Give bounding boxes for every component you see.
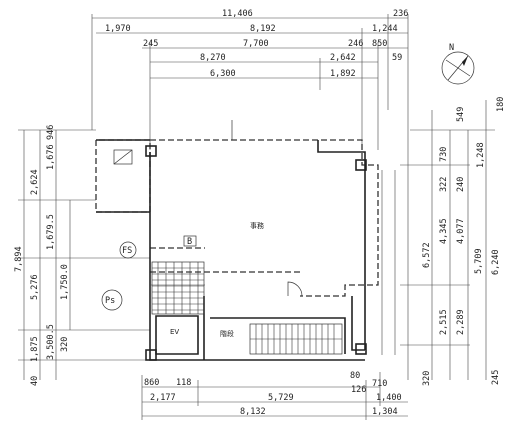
- dim-top-9: 850: [372, 39, 387, 49]
- room-label-elevator: EV: [170, 328, 179, 336]
- dim-top-1: 11,406: [222, 9, 253, 19]
- dim-top-6: 245: [143, 39, 158, 49]
- dim-bottom-6: 126: [351, 385, 366, 395]
- dim-right-4: 730: [439, 147, 449, 162]
- marker-3: B: [183, 235, 197, 247]
- dim-bottom-1: 860: [144, 378, 159, 388]
- dim-left-9: 1,875: [30, 336, 40, 362]
- dim-top-12: 59: [392, 53, 402, 63]
- marker-2-label: Ps: [105, 296, 115, 306]
- dim-right-14: 320: [422, 371, 432, 386]
- dimension-lines: [18, 14, 495, 420]
- dim-top-10: 8,270: [200, 53, 226, 63]
- dim-left-3: 1,676: [46, 144, 56, 170]
- dim-right-10: 5,709: [474, 248, 484, 274]
- north-arrow-icon: N: [441, 43, 475, 85]
- marker-2: Ps: [101, 289, 123, 311]
- compass-label: N: [449, 43, 454, 53]
- dim-bottom-8: 80: [350, 371, 360, 381]
- dim-top-2: 236: [393, 9, 408, 19]
- dim-bottom-3: 2,177: [150, 393, 176, 403]
- dim-left-11: 40: [30, 376, 40, 386]
- dim-right-15: 245: [491, 370, 501, 385]
- staircase-left: [151, 261, 205, 315]
- dim-bottom-9: 8,132: [240, 407, 266, 417]
- marker-3-label: B: [187, 237, 192, 247]
- dim-left-2: 2,624: [30, 169, 40, 195]
- dim-left-8: 3,500.5: [46, 324, 56, 360]
- dim-left-7: 1,750.0: [60, 264, 70, 300]
- dim-bottom-4: 5,729: [268, 393, 294, 403]
- dim-right-3: 1,248: [476, 142, 486, 168]
- dim-left-5: 5,276: [30, 274, 40, 300]
- dim-bottom-5: 1,400: [376, 393, 402, 403]
- dim-right-11: 6,240: [491, 249, 501, 275]
- dim-right-13: 2,289: [456, 309, 466, 335]
- door-swing: [287, 281, 303, 297]
- dim-right-9: 6,572: [422, 242, 432, 268]
- dim-bottom-2: 118: [176, 378, 191, 388]
- staircase-bottom: [249, 323, 343, 355]
- dim-right-8: 4,077: [456, 218, 466, 244]
- dim-top-7: 7,700: [243, 39, 269, 49]
- dim-left-4: 946: [46, 125, 56, 140]
- dim-right-6: 240: [456, 177, 466, 192]
- dim-top-14: 1,892: [330, 69, 356, 79]
- building-walls: [95, 139, 396, 361]
- dim-right-12: 2,515: [439, 309, 449, 335]
- room-label-office: 事務: [250, 221, 264, 230]
- room-label-hall: 階段: [220, 329, 234, 338]
- dim-top-4: 8,192: [250, 24, 276, 34]
- marker-1: FS: [119, 241, 137, 259]
- dim-top-5: 1,244: [372, 24, 398, 34]
- dimension-labels: 11,406 236 1,970 8,192 1,244 245 7,700 2…: [14, 9, 506, 417]
- dim-top-13: 6,300: [210, 69, 236, 79]
- dim-left-1: 7,894: [14, 246, 24, 272]
- dim-bottom-7: 710: [372, 379, 387, 389]
- dim-bottom-10: 1,304: [372, 407, 398, 417]
- dim-right-5: 322: [439, 177, 449, 192]
- dim-top-3: 1,970: [105, 24, 131, 34]
- dim-left-10: 320: [60, 337, 70, 352]
- dim-top-11: 2,642: [330, 53, 356, 63]
- dim-right-2: 180: [496, 97, 506, 112]
- dim-right-1: 549: [456, 107, 466, 122]
- dim-left-6: 1,679.5: [46, 214, 56, 250]
- marker-1-label: FS: [122, 246, 132, 256]
- dim-right-7: 4,345: [439, 218, 449, 244]
- dim-top-8: 246: [348, 39, 363, 49]
